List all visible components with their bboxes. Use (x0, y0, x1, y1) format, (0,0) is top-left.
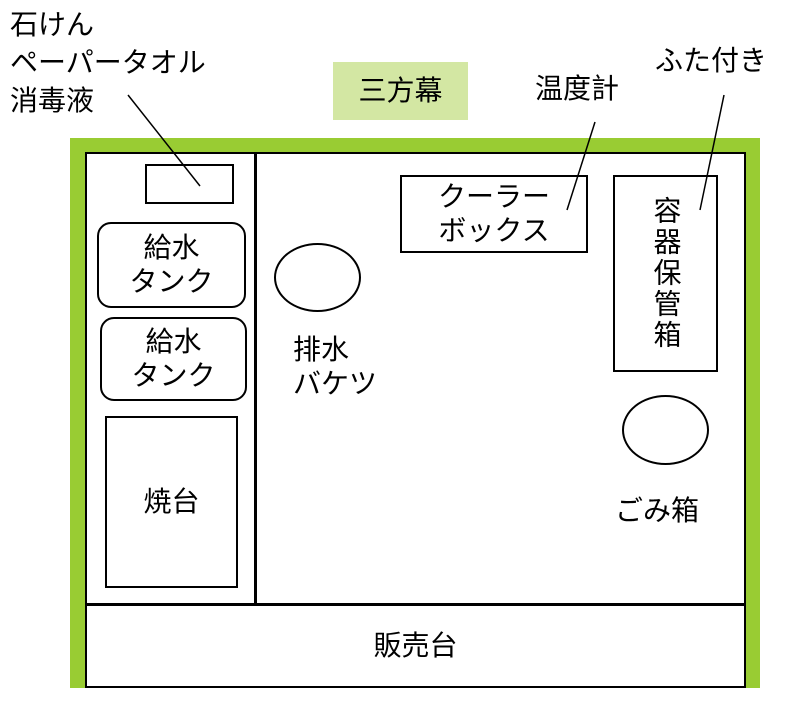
soap-leader (127, 94, 201, 187)
water-tank-1: 給水タンク (97, 222, 246, 308)
container-label: 容器保管箱 (649, 196, 683, 351)
thermometer-leader (566, 121, 596, 211)
thermometer-label: 温度計 (535, 72, 620, 105)
trash-label: ごみ箱 (615, 494, 700, 527)
trash-can (622, 395, 709, 465)
cooler-label-1: クーラー (437, 180, 550, 213)
tank1-label-2: タンク (129, 265, 214, 298)
drain-bucket (274, 243, 361, 312)
soap-label: 石けんペーパータオル消毒液 (10, 8, 206, 117)
curtain-left (70, 138, 86, 688)
sales-counter-label: 販売台 (373, 629, 458, 662)
tank1-label-1: 給水 (143, 231, 200, 264)
sales-counter: 販売台 (86, 606, 745, 686)
water-tank-2: 給水タンク (100, 317, 247, 401)
soap-area (145, 164, 234, 204)
tank2-label-2: タンク (131, 359, 216, 392)
drain-bucket-label: 排水バケツ (293, 333, 378, 400)
cooler-label-2: ボックス (438, 214, 550, 247)
tank2-label-1: 給水 (145, 325, 202, 358)
grill: 焼台 (105, 416, 238, 588)
lidded-label: ふた付き (655, 44, 768, 77)
divider-horizontal (86, 603, 745, 606)
curtain-right (744, 138, 760, 688)
grill-label: 焼台 (143, 485, 200, 518)
lidded-leader (699, 94, 725, 211)
curtain-label-text: 三方幕 (358, 74, 443, 107)
curtain-top (70, 138, 760, 154)
curtain-label: 三方幕 (333, 62, 468, 120)
cooler-box: クーラーボックス (400, 175, 588, 253)
divider-vertical (254, 153, 257, 605)
